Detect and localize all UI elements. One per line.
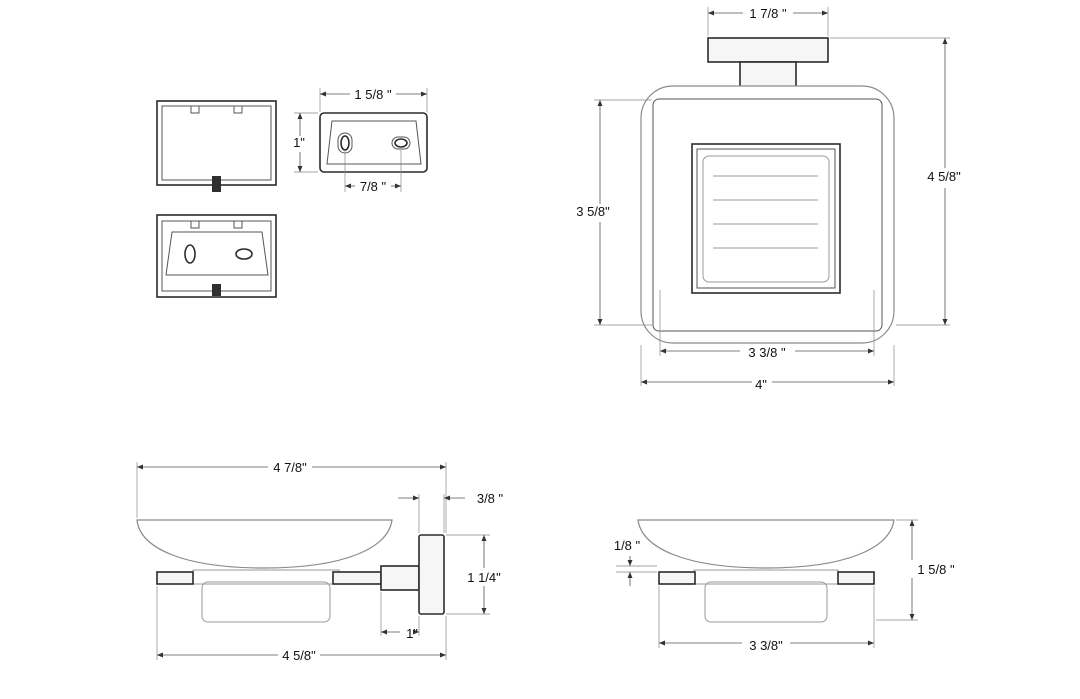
dimension-arrowhead (157, 652, 163, 658)
dimension-arrowhead (597, 319, 603, 325)
mounting-plate-back-view (156, 100, 277, 192)
dimension-arrowhead (297, 113, 303, 119)
soap-dish-front-view (637, 519, 895, 623)
dimension-arrowhead (641, 379, 647, 385)
dim-post-depth: 3/8 " (477, 491, 504, 506)
dim-post-height: 1 1/4" (467, 570, 501, 585)
dimension-arrowhead (440, 464, 446, 470)
dimension-arrowhead (381, 629, 387, 635)
dimension-arrowhead (481, 608, 487, 614)
dimension-arrowhead (627, 560, 633, 566)
dim-tray-height: 3 5/8" (576, 204, 610, 219)
dim-front-rim-offset: 1/8 " (614, 538, 641, 553)
dimension-arrowhead (888, 379, 894, 385)
mounting-plate-front-view (156, 214, 277, 298)
dimension-labels: 1 5/8 " 1" 7/8 " 1 7/8 " 3 5/8" 4 5/8" 3… (273, 6, 961, 663)
dimension-arrowhead (395, 183, 401, 189)
dim-side-overall-width: 4 5/8" (282, 648, 316, 663)
soap-tray-front (691, 143, 841, 294)
dimension-arrowhead (822, 10, 828, 16)
dim-plate-height: 1" (293, 135, 305, 150)
dimension-lines (136, 7, 950, 660)
dim-front-tray-width: 3 3/8" (749, 638, 783, 653)
soap-dish-side-view (136, 519, 445, 623)
dimension-arrowhead (597, 100, 603, 106)
dimension-arrowhead (708, 10, 714, 16)
dimension-arrowhead (320, 91, 326, 97)
dim-slot-spacing: 7/8 " (360, 179, 387, 194)
dimension-arrowhead (660, 348, 666, 354)
dimension-arrowhead (868, 348, 874, 354)
dimension-arrowhead (413, 495, 419, 501)
dimension-arrowhead (421, 91, 427, 97)
mounting-plate-detail-view (319, 112, 428, 173)
dimension-arrowhead (868, 640, 874, 646)
dimension-arrowhead (345, 183, 351, 189)
dimension-arrowhead (137, 464, 143, 470)
dim-overall-width: 4" (755, 377, 767, 392)
dimension-arrowhead (942, 319, 948, 325)
dimension-arrowhead (659, 640, 665, 646)
dimension-arrowhead (444, 495, 450, 501)
dimension-arrowhead (909, 614, 915, 620)
dim-plate-width: 1 5/8 " (354, 87, 392, 102)
dim-arm-length: 1" (406, 626, 418, 641)
dim-overall-height: 4 5/8" (927, 169, 961, 184)
dimension-arrowhead (942, 38, 948, 44)
dim-front-overall-height: 1 5/8 " (917, 562, 955, 577)
dim-arm-width: 1 7/8 " (749, 6, 787, 21)
dimension-arrowhead (297, 166, 303, 172)
glass-back-panel (640, 85, 895, 344)
dimension-arrowhead (440, 652, 446, 658)
dimension-arrowhead (627, 572, 633, 578)
dimension-arrowhead (413, 629, 419, 635)
dim-tray-width: 3 3/8 " (748, 345, 786, 360)
dim-side-dish-width: 4 7/8" (273, 460, 307, 475)
dimension-arrowhead (909, 520, 915, 526)
dimension-arrowhead (481, 535, 487, 541)
